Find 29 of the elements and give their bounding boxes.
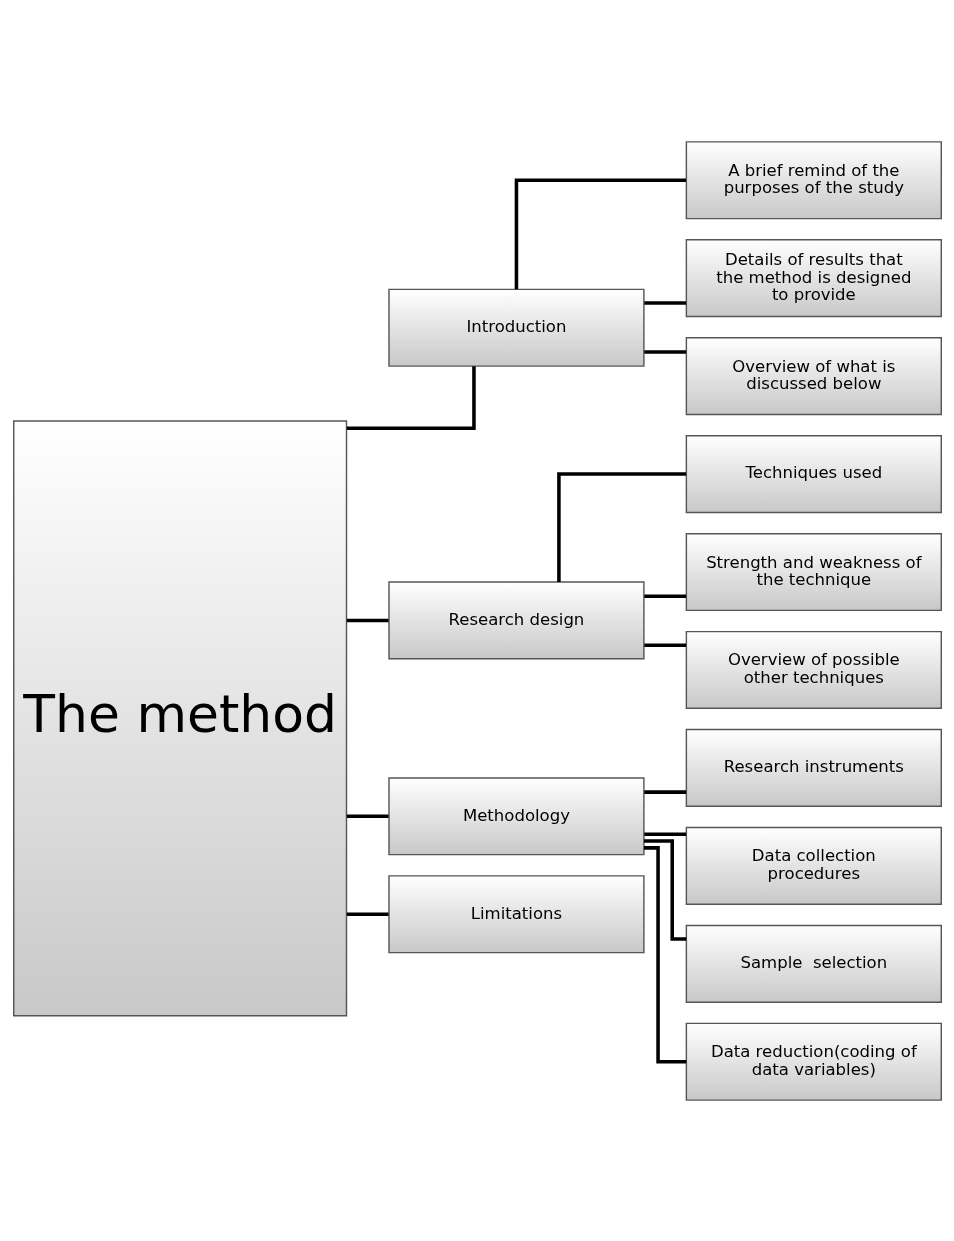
connector: [643, 838, 686, 941]
node-box: Details of results that the method is designed to provide: [685, 238, 942, 317]
connector: [556, 471, 686, 582]
connector: [643, 300, 686, 305]
connector: [643, 845, 686, 1064]
connector: [643, 789, 686, 794]
node-box: Limitations: [387, 874, 645, 953]
node-box: Strength and weakness of the technique: [685, 532, 942, 611]
node-box: The method: [12, 419, 347, 1016]
connector: [643, 593, 686, 598]
connector: [643, 349, 686, 354]
node-box: Overview of what is discussed below: [685, 336, 942, 415]
node-box: Research design: [387, 580, 645, 659]
node-box: Techniques used: [685, 434, 942, 513]
node-box: Data collection procedures: [685, 826, 942, 905]
connector: [643, 642, 686, 647]
connector: [643, 832, 686, 836]
connector: [346, 365, 476, 430]
connector: [346, 618, 389, 622]
connector: [346, 912, 389, 916]
node-box: Research instruments: [685, 728, 942, 807]
node-box: Overview of possible other techniques: [685, 630, 942, 709]
node-box: A brief remind of the purposes of the study: [685, 140, 942, 219]
node-box: Introduction: [387, 288, 645, 367]
connector: [346, 814, 389, 818]
node-box: Data reduction(coding of data variables): [685, 1022, 942, 1101]
node-box: Sample selection: [685, 924, 942, 1003]
node-box: Methodology: [387, 776, 645, 855]
connector: [514, 177, 686, 289]
